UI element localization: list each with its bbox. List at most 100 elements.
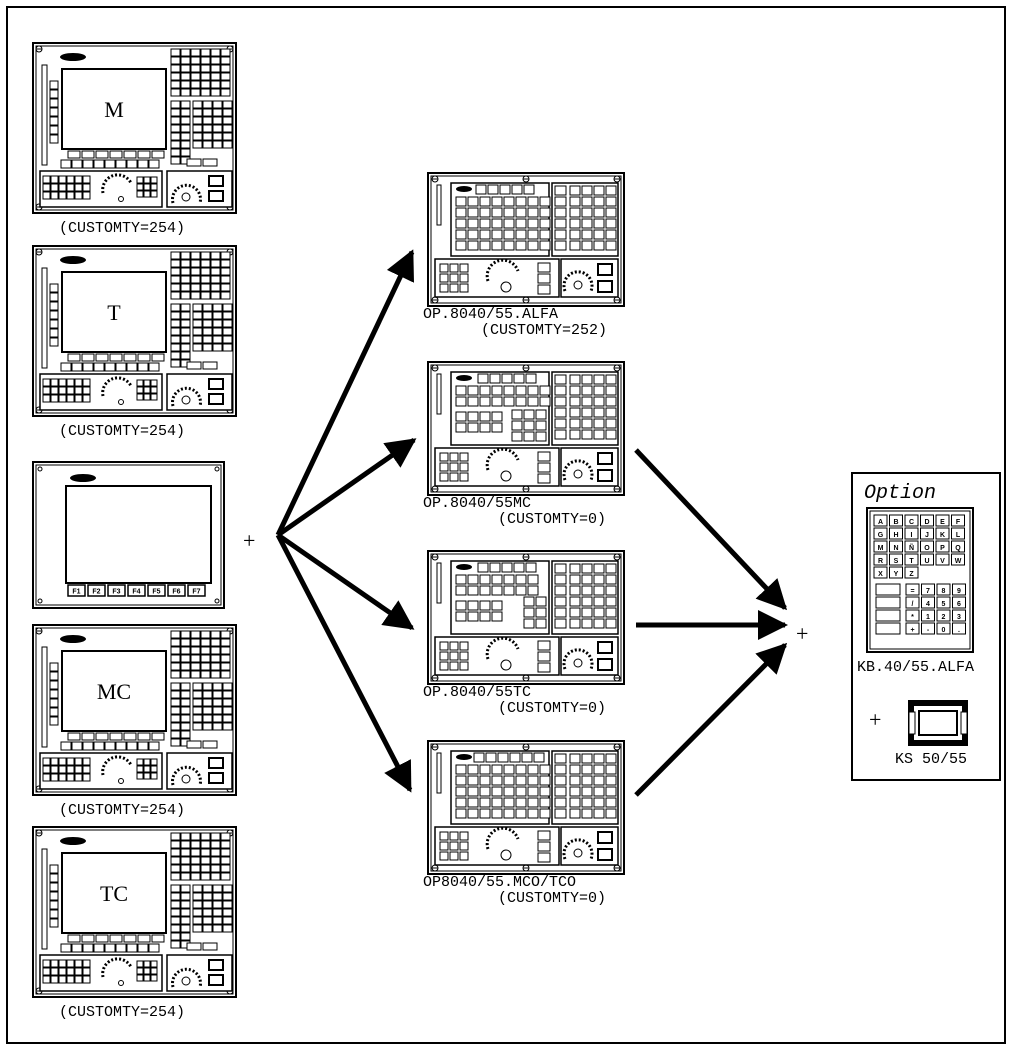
keyboard-key — [904, 540, 919, 553]
numpad-key — [952, 583, 966, 596]
function-key — [107, 584, 126, 597]
numpad-key — [952, 622, 966, 635]
keyboard-key — [920, 514, 934, 527]
operator-panel-customty: (CUSTOMTY=0) — [498, 700, 606, 717]
numpad-key — [921, 622, 935, 635]
keyboard-key — [920, 553, 934, 566]
keyboard-key — [904, 527, 919, 540]
keyboard-key-label: K — [940, 532, 945, 539]
keyboard-key — [935, 527, 950, 540]
cnc-screen — [61, 68, 167, 150]
numpad-key-label: 1 — [926, 614, 930, 621]
keyboard-key — [873, 514, 888, 527]
function-key-label: F4 — [132, 589, 140, 596]
function-key — [147, 584, 166, 597]
fagor-logo-icon — [60, 635, 86, 643]
keyboard-key — [889, 514, 903, 527]
plus-sign-2: + — [796, 621, 808, 646]
operator-panel-2: OP.8040/55MC(CUSTOMTY=0) — [423, 361, 625, 528]
numpad-key — [905, 583, 920, 596]
keyboard-key-label: U — [924, 558, 929, 565]
numpad-key-label: . — [958, 627, 960, 634]
option-title: Option — [864, 482, 936, 505]
cnc-panel-mc: MC(CUSTOMTY=254) — [32, 624, 237, 819]
numpad-key — [952, 596, 966, 609]
numpad-key-label: 6 — [957, 601, 961, 608]
function-key-label: F7 — [192, 589, 200, 596]
keyboard-key — [873, 566, 888, 579]
keyboard-key — [889, 553, 903, 566]
function-key-label: F2 — [92, 589, 100, 596]
function-key — [87, 584, 106, 597]
keyboard-key — [873, 527, 888, 540]
numpad-key — [921, 583, 935, 596]
numpad-key-label: 5 — [942, 601, 946, 608]
keyboard-key — [920, 540, 934, 553]
keyboard-key-label: D — [924, 519, 929, 526]
keyboard-key-label: W — [955, 558, 962, 565]
cnc-panel-m: M(CUSTOMTY=254) — [32, 42, 237, 237]
function-key — [127, 584, 146, 597]
keyboard-key — [873, 553, 888, 566]
panel-model-label: T — [107, 300, 121, 325]
keyboard-key-label: G — [878, 532, 884, 539]
operator-panel-3: OP.8040/55TC(CUSTOMTY=0) — [423, 550, 625, 717]
keyboard-key-label: Q — [955, 545, 961, 552]
keyboard-key — [873, 540, 888, 553]
numpad-key-label: - — [927, 627, 930, 634]
keyboard-key-label: M — [878, 545, 884, 552]
fagor-logo-icon — [456, 375, 472, 381]
keyboard-key — [951, 527, 965, 540]
keyboard-key-label: J — [925, 532, 929, 539]
numpad-key-label: 9 — [957, 588, 961, 595]
fagor-logo-icon — [456, 186, 472, 192]
operator-panel-1: OP.8040/55.ALFA(CUSTOMTY=252) — [423, 172, 625, 339]
keyboard-key-label: R — [878, 558, 883, 565]
numpad-key-label: 8 — [942, 588, 946, 595]
fagor-logo-icon — [60, 53, 86, 61]
plus-sign-3: + — [869, 707, 881, 732]
keyboard-key-label: C — [909, 519, 914, 526]
numpad-key-label: 0 — [942, 627, 946, 634]
numpad-key-label: 2 — [942, 614, 946, 621]
fagor-logo-icon — [60, 256, 86, 264]
keyboard-key — [951, 514, 965, 527]
keyboard-key-label: O — [924, 545, 930, 552]
panel-customty-caption: (CUSTOMTY=254) — [59, 802, 185, 819]
keyboard-key-label: Y — [894, 571, 899, 578]
keyboard-key — [935, 540, 950, 553]
operator-panel-customty: (CUSTOMTY=252) — [481, 322, 607, 339]
numpad-key-label: 4 — [926, 601, 930, 608]
monitor-screen — [65, 485, 212, 584]
function-key — [167, 584, 186, 597]
plus-sign: + — [243, 528, 255, 553]
keyboard-key — [904, 553, 919, 566]
keyboard-key — [951, 553, 965, 566]
cnc-screen — [61, 650, 167, 732]
cnc-panel-t: T(CUSTOMTY=254) — [32, 245, 237, 440]
keyboard-key-label: A — [878, 519, 883, 526]
keyboard-key-label: N — [893, 545, 898, 552]
function-key-label: F5 — [152, 589, 160, 596]
operator-panel-name: OP8040/55.MCO/TCO — [423, 874, 576, 891]
numpad-key-label: 3 — [957, 614, 961, 621]
numpad-key-label: * — [911, 614, 914, 621]
operator-panel-name: OP.8040/55.ALFA — [423, 306, 558, 323]
keyboard-key — [889, 566, 903, 579]
operator-panel-4: OP8040/55.MCO/TCO(CUSTOMTY=0) — [423, 740, 625, 907]
numpad-key — [936, 609, 951, 622]
fagor-logo-icon — [60, 837, 86, 845]
numpad-key-label: 7 — [926, 588, 930, 595]
keyboard-key — [904, 514, 919, 527]
function-key-label: F6 — [172, 589, 180, 596]
numpad-key — [905, 622, 920, 635]
numpad-key — [936, 622, 951, 635]
figure-frame — [6, 6, 1006, 1044]
numpad-key — [952, 609, 966, 622]
numpad-key-label: / — [912, 601, 914, 608]
cnc-panel-tc: TC(CUSTOMTY=254) — [32, 826, 237, 1021]
keyboard-key-label: I — [911, 532, 913, 539]
